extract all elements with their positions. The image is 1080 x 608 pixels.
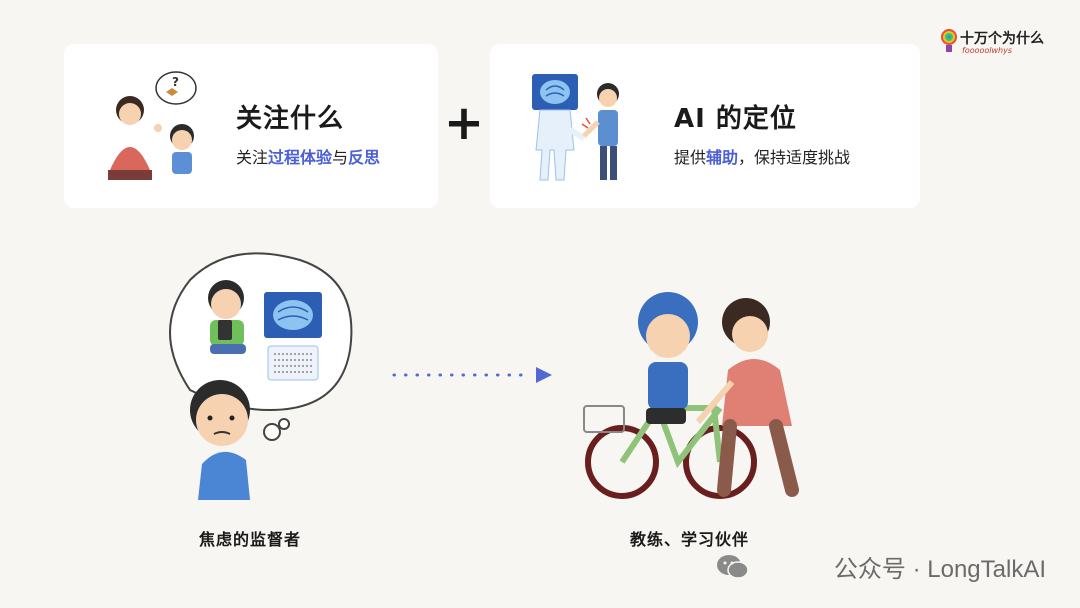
anxious-parent-illustration	[169, 252, 353, 500]
card-subtitle: 关注过程体验与反思	[236, 144, 380, 168]
logo-subtext: fooooolwhys	[962, 46, 1013, 55]
coach-bicycle-illustration	[583, 292, 799, 499]
transition-arrow-icon	[392, 367, 552, 383]
subtitle-part: 提供	[674, 148, 707, 167]
subtitle-part: 与	[332, 148, 349, 167]
robot-handshake-illustration	[532, 74, 619, 181]
card-title: 关注什么	[236, 104, 345, 134]
watermark-text: 公众号 · LongTalkAI	[833, 556, 1046, 583]
ai-role-card: AI 的定位 提供辅助，保持适度挑战	[490, 44, 920, 208]
wechat-icon	[717, 555, 749, 579]
subtitle-highlight: 反思	[348, 148, 381, 167]
subtitle-highlight: 辅助	[706, 148, 739, 167]
coach-caption: 教练、学习伙伴	[630, 530, 750, 549]
brand-logo: 十万个为什么 fooooolwhys	[940, 28, 1052, 58]
anxious-supervisor-caption: 焦虑的监督者	[199, 530, 302, 549]
lightbulb-icon	[941, 29, 957, 52]
logo-text: 十万个为什么	[960, 31, 1044, 47]
card-title: AI 的定位	[674, 104, 797, 134]
plus-sign: +	[443, 95, 485, 151]
subtitle-part: 关注	[236, 148, 269, 167]
svg-text:?: ?	[172, 75, 179, 89]
card-subtitle: 提供辅助，保持适度挑战	[674, 144, 850, 168]
mother-and-child-illustration: ?	[108, 71, 197, 180]
subtitle-highlight: 过程体验	[268, 148, 333, 167]
subtitle-part: ，保持适度挑战	[738, 148, 851, 167]
focus-card: ? 关注什么 关注过程体验与反思	[64, 44, 438, 208]
